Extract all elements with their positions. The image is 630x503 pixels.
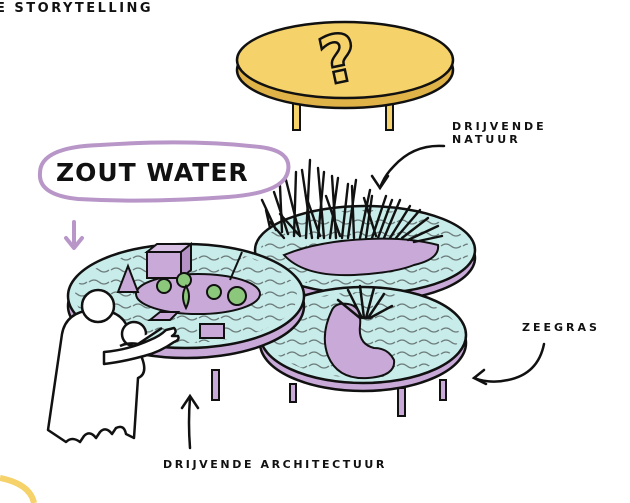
drijvende-architectuur-label: DRIJVENDE ARCHITECTUUR [163, 459, 387, 472]
drijvende-natuur-line2: NATUUR [452, 133, 521, 146]
zeegras-label: ZEEGRAS [522, 322, 600, 335]
arrow-architectuur [182, 396, 198, 448]
yellow-corner-shape [0, 478, 34, 503]
arrow-zeegras [474, 344, 544, 384]
drijvende-natuur-line1: DRIJVENDE [452, 120, 547, 133]
header-label: E STORYTELLING [0, 2, 153, 17]
question-table: ? [237, 18, 453, 130]
arrow-natuur [372, 146, 444, 188]
zout-water-label: ZOUT WATER [56, 158, 249, 187]
